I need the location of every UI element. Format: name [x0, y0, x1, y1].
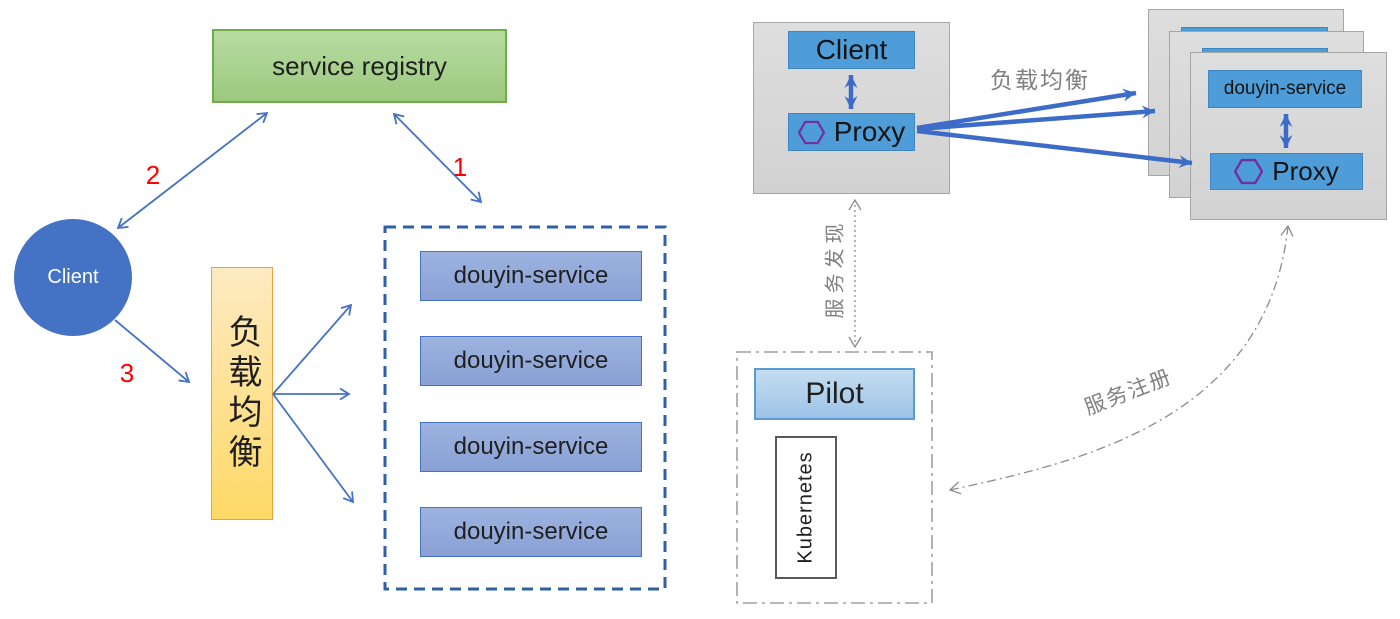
kubernetes-label: Kubernetes	[794, 451, 817, 564]
load-balancer-label: 负载均衡	[223, 313, 261, 474]
douyin-service-label: douyin-service	[453, 262, 609, 289]
douyin-service-label: douyin-service	[453, 347, 609, 374]
arrow-lb-fan-bottom	[272, 393, 355, 504]
pilot-label: Pilot	[805, 377, 864, 410]
client-label-right: Client	[815, 34, 888, 65]
client-label: Client	[47, 266, 99, 288]
pilot-box: Pilot	[754, 368, 915, 420]
load-balancer-box: 负载均衡	[211, 267, 273, 520]
service-discovery-label: 服务发现	[824, 218, 847, 319]
proxy-hexagon-icon	[1234, 158, 1264, 185]
step-label-2: 2	[145, 160, 161, 190]
arrow-proxy-pod-middle	[916, 105, 1156, 132]
client-proxy-box: Proxy	[788, 113, 915, 151]
service-registry-box: service registry	[212, 29, 507, 103]
douyin-service-box-2: douyin-service	[420, 336, 642, 386]
service-registry-label: service registry	[272, 50, 447, 81]
step-label-1: 1	[452, 152, 468, 182]
douyin-service-box-right: douyin-service	[1208, 70, 1362, 108]
service-proxy-box: Proxy	[1210, 153, 1363, 190]
service-proxy-label: Proxy	[1272, 156, 1339, 186]
load-balance-arrow-label: 负载均衡	[990, 67, 1090, 93]
douyin-service-label: douyin-service	[453, 433, 609, 460]
arrow-lb-fan-top	[272, 303, 353, 395]
arrow-service-register	[948, 224, 1294, 495]
douyin-service-box-4: douyin-service	[420, 507, 642, 557]
douyin-service-box-1: douyin-service	[420, 251, 642, 301]
kubernetes-box: Kubernetes	[775, 436, 837, 579]
client-circle: Client	[14, 219, 132, 336]
douyin-service-box-3: douyin-service	[420, 422, 642, 472]
step-label-3: 3	[119, 358, 135, 388]
proxy-hexagon-icon	[797, 120, 825, 144]
douyin-service-label-right: douyin-service	[1223, 78, 1347, 99]
client-proxy-label: Proxy	[833, 116, 906, 147]
service-register-label: 服务注册	[1081, 365, 1176, 420]
client-box-right: Client	[788, 31, 915, 69]
douyin-service-label: douyin-service	[453, 518, 609, 545]
